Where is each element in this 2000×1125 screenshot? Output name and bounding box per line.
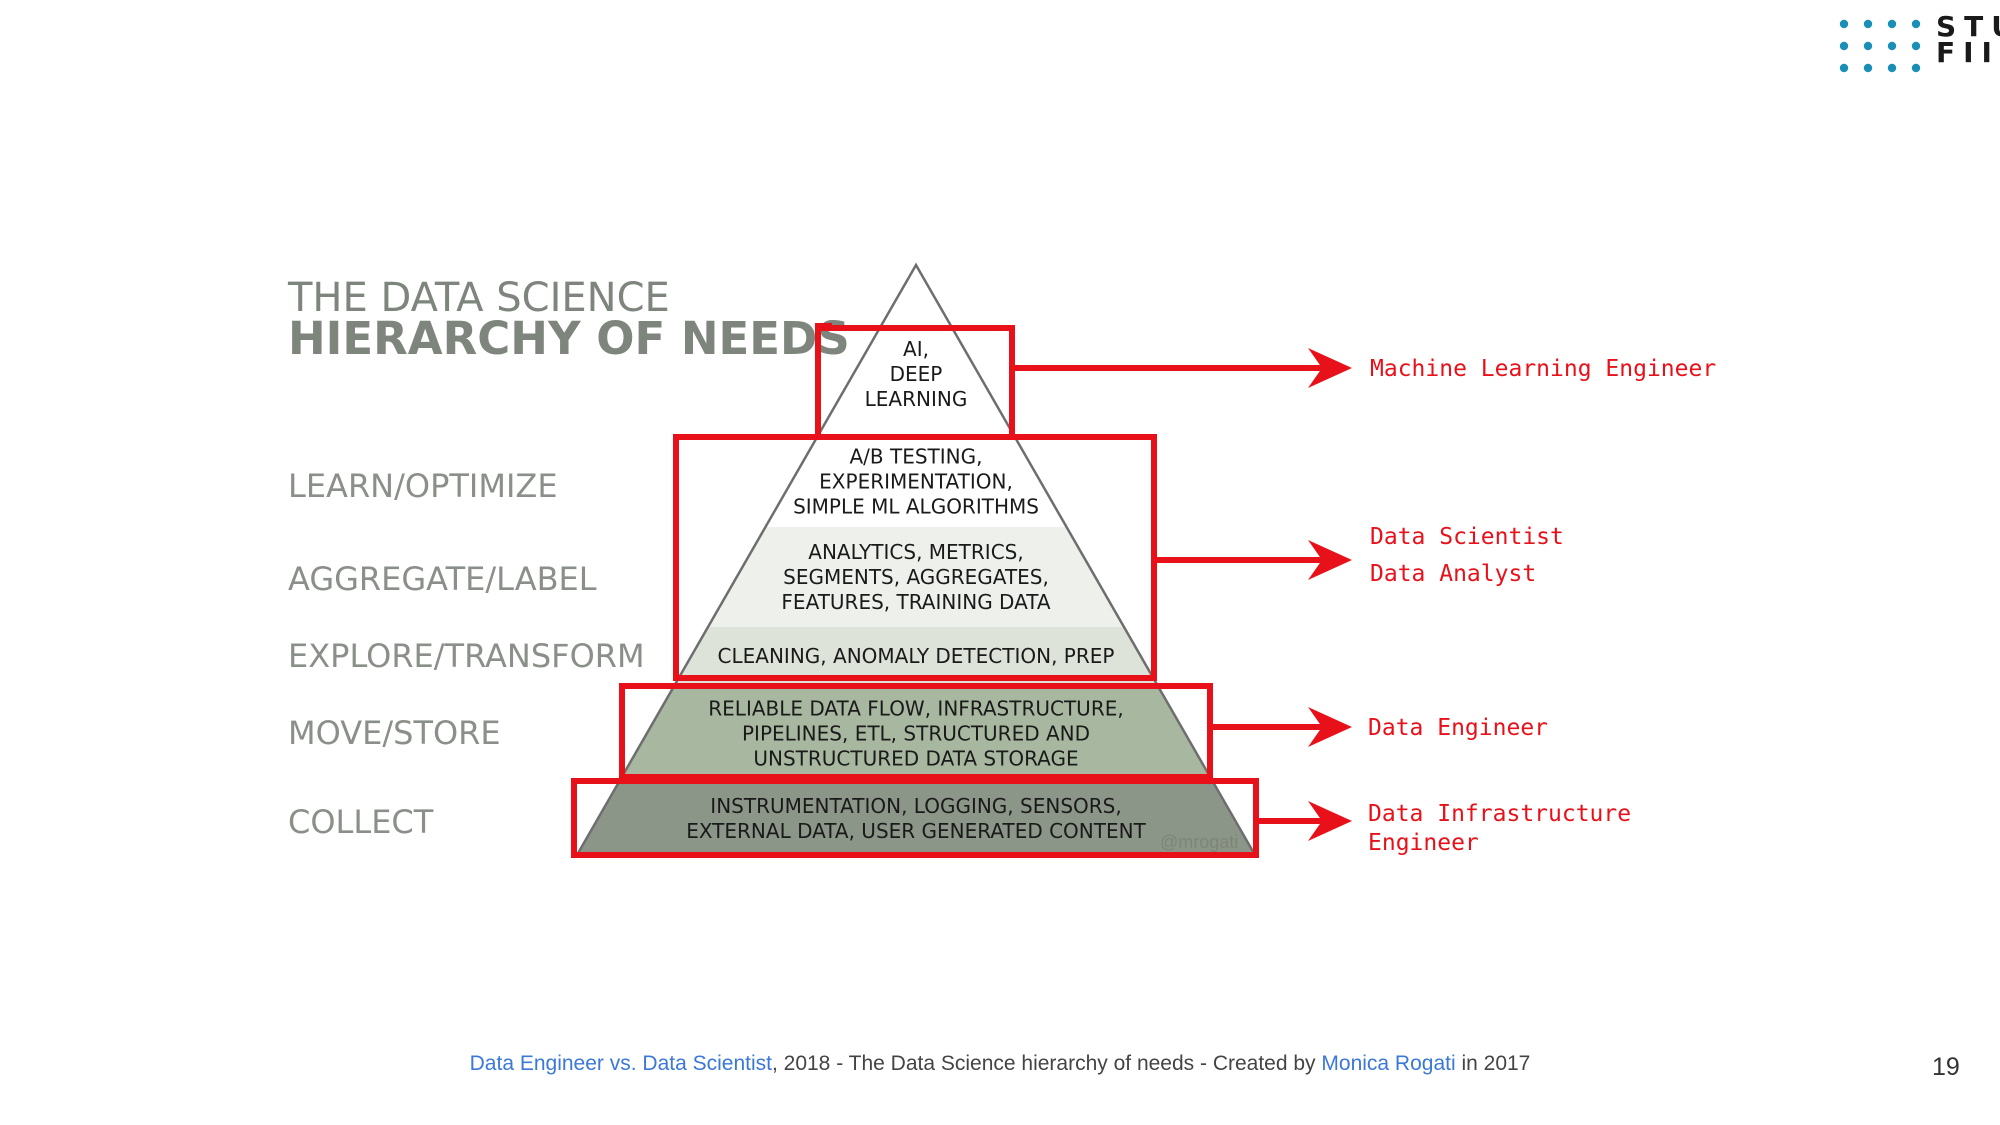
role-label: Data Scientist — [1370, 524, 1564, 550]
tier-label: AI, — [903, 337, 929, 361]
role-group-box — [673, 434, 1157, 681]
footer: Data Engineer vs. Data Scientist, 2018 -… — [0, 1052, 2000, 1076]
tier-label: FEATURES, TRAINING DATA — [781, 590, 1050, 614]
tier-label: PIPELINES, ETL, STRUCTURED AND — [742, 722, 1090, 746]
tier-label: EXPERIMENTATION, — [819, 470, 1013, 494]
level-label: EXPLORE/TRANSFORM — [288, 637, 645, 675]
logo-dot — [1887, 19, 1897, 29]
role-group-box — [571, 778, 1259, 858]
arrow-head-icon — [1308, 348, 1352, 388]
arrow-head-icon — [1308, 801, 1352, 841]
role-label: Data Infrastructure — [1368, 801, 1631, 827]
pyramid-tier — [674, 627, 1158, 685]
tier-label: A/B TESTING, — [850, 445, 983, 469]
logo-dot — [1887, 63, 1897, 73]
role-label: Data Engineer — [1368, 715, 1548, 741]
page-number: 19 — [1932, 1053, 1960, 1081]
tier-label: ANALYTICS, METRICS, — [808, 540, 1023, 564]
pyramid-tier — [708, 527, 1124, 627]
logo-dots-icon — [1839, 19, 1921, 73]
title-line1: THE DATA SCIENCE — [287, 275, 670, 321]
role-label: Data Analyst — [1370, 561, 1536, 587]
arrow-head-icon — [1308, 707, 1352, 747]
pyramid-tier — [577, 782, 1255, 855]
tier-label: SEGMENTS, AGGREGATES, — [783, 565, 1049, 589]
pyramid-tier — [817, 265, 1015, 436]
tier-label: SIMPLE ML ALGORITHMS — [793, 495, 1039, 519]
logo-line1: STU — [1936, 10, 2000, 43]
role-label: Machine Learning Engineer — [1370, 356, 1716, 382]
tier-label: INSTRUMENTATION, LOGGING, SENSORS, — [710, 794, 1121, 818]
author-link[interactable]: Monica Rogati — [1321, 1052, 1456, 1075]
logo-dot — [1839, 41, 1849, 51]
watermark: @mrogati — [1160, 832, 1238, 852]
tier-label: UNSTRUCTURED DATA STORAGE — [753, 747, 1078, 771]
role-group-box — [619, 683, 1213, 780]
level-label: MOVE/STORE — [288, 714, 501, 752]
title-line2: HIERARCHY OF NEEDS — [288, 312, 850, 365]
role-label: Engineer — [1368, 830, 1479, 856]
logo-dot — [1839, 19, 1849, 29]
level-label: AGGREGATE/LABEL — [288, 560, 597, 598]
tier-label: RELIABLE DATA FLOW, INFRASTRUCTURE, — [708, 697, 1123, 721]
source-link[interactable]: Data Engineer vs. Data Scientist — [469, 1052, 772, 1075]
level-label: COLLECT — [288, 803, 434, 841]
logo-dot — [1863, 63, 1873, 73]
logo-dot — [1863, 19, 1873, 29]
pyramid-tier — [618, 685, 1214, 782]
logo: STU FIIT — [1936, 10, 2000, 69]
logo-line2: FIIT — [1936, 36, 2000, 69]
logo-dot — [1839, 63, 1849, 73]
arrow-head-icon — [1308, 540, 1352, 580]
level-label: LEARN/OPTIMIZE — [288, 467, 558, 505]
role-group-box — [815, 325, 1015, 434]
tier-label: EXTERNAL DATA, USER GENERATED CONTENT — [686, 819, 1146, 843]
logo-dot — [1911, 19, 1921, 29]
logo-dot — [1911, 63, 1921, 73]
tier-label: LEARNING — [865, 387, 968, 411]
tier-label: CLEANING, ANOMALY DETECTION, PREP — [718, 644, 1115, 668]
pyramid-tier — [765, 436, 1067, 527]
tier-label: DEEP — [890, 362, 943, 386]
logo-dot — [1911, 41, 1921, 51]
footer-text-end: in 2017 — [1455, 1052, 1531, 1075]
footer-text: , 2018 - The Data Science hierarchy of n… — [771, 1052, 1322, 1075]
logo-dot — [1863, 41, 1873, 51]
logo-dot — [1887, 41, 1897, 51]
